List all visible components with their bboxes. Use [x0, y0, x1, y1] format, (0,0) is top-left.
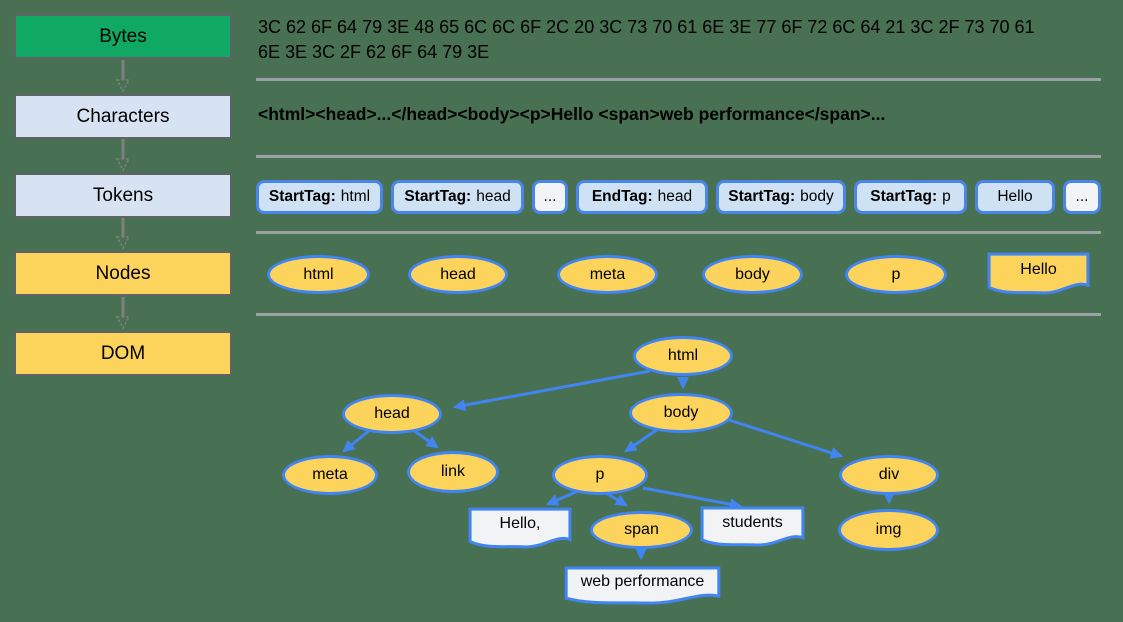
- node-label: link: [440, 463, 465, 480]
- node-label: span: [624, 521, 659, 538]
- node-ellipse-body: body: [702, 255, 803, 294]
- token-type: StartTag:: [728, 188, 796, 205]
- token-value: head: [476, 188, 511, 205]
- token-type: EndTag:: [591, 188, 653, 205]
- node-label: Hello,: [499, 515, 541, 533]
- dom-text-node-hello: Hello,: [468, 507, 572, 549]
- stage-box-nodes: Nodes: [14, 251, 232, 296]
- node-label: body: [663, 404, 699, 421]
- token-endtag-head: EndTag:head: [576, 180, 708, 214]
- node-label: p: [595, 466, 605, 483]
- node-label: p: [891, 265, 901, 283]
- node-label: Hello: [1020, 260, 1057, 278]
- bytes-hex-text: 3C 62 6F 64 79 3E 48 65 6C 6C 6F 2C 20 3…: [258, 15, 1108, 65]
- dom-node-div: div: [839, 455, 939, 495]
- token-starttag-p: StartTag:p: [854, 180, 967, 214]
- token-ellipsis: ...: [1063, 180, 1101, 214]
- dom-node-meta: meta: [282, 455, 378, 495]
- token-value: ...: [1075, 188, 1089, 205]
- dom-node-html: html: [633, 336, 733, 376]
- node-ellipse-meta: meta: [557, 255, 658, 294]
- node-label: meta: [589, 265, 626, 283]
- divider: [256, 313, 1101, 316]
- divider: [256, 155, 1101, 158]
- token-ellipsis: ...: [532, 180, 568, 214]
- stage-label: Bytes: [99, 25, 147, 47]
- characters-markup-text: <html><head>...</head><body><p>Hello <sp…: [258, 104, 886, 124]
- dom-text-node-web-performance: web performance: [563, 566, 722, 605]
- token-type: StartTag:: [404, 188, 472, 205]
- stage-label: DOM: [100, 342, 146, 364]
- token-value: p: [942, 188, 951, 205]
- node-ellipse-html: html: [267, 255, 370, 294]
- stage-label: Characters: [76, 105, 170, 127]
- bytes-hex-line1: 3C 62 6F 64 79 3E 48 65 6C 6C 6F 2C 20 3…: [258, 17, 1035, 37]
- token-type: StartTag:: [870, 188, 938, 205]
- token-type: StartTag:: [268, 188, 336, 205]
- token-value: body: [800, 188, 834, 205]
- divider: [256, 78, 1101, 81]
- token-value: html: [340, 188, 371, 205]
- node-ellipse-head: head: [408, 255, 508, 294]
- node-label: div: [878, 466, 900, 483]
- dom-node-p: p: [552, 455, 648, 495]
- token-value: ...: [543, 188, 557, 205]
- stage-box-dom: DOM: [14, 331, 232, 376]
- node-label: web performance: [580, 572, 705, 590]
- node-label: body: [735, 265, 770, 283]
- token-value: Hello: [997, 188, 1033, 205]
- tokens-row: StartTag:html StartTag:head ... EndTag:h…: [256, 180, 1101, 214]
- token-starttag-html: StartTag:html: [256, 180, 383, 214]
- bytes-hex-line2: 6E 3E 3C 2F 62 6F 64 79 3E: [258, 42, 490, 62]
- token-starttag-body: StartTag:body: [716, 180, 846, 214]
- token-starttag-head: StartTag:head: [391, 180, 524, 214]
- node-label: head: [374, 405, 410, 422]
- dom-node-head: head: [342, 394, 442, 434]
- dom-node-body: body: [629, 393, 733, 433]
- dom-text-node-students: students: [700, 506, 805, 547]
- node-label: students: [722, 513, 783, 531]
- token-value: head: [657, 188, 693, 205]
- divider: [256, 231, 1101, 234]
- stage-label: Nodes: [95, 262, 151, 284]
- stage-box-bytes: Bytes: [14, 14, 232, 59]
- dom-node-span: span: [590, 511, 693, 549]
- dom-node-link: link: [407, 451, 499, 493]
- node-label: meta: [312, 466, 348, 483]
- node-ellipse-p: p: [845, 255, 947, 294]
- token-text-hello: Hello: [975, 180, 1055, 214]
- node-label: html: [303, 265, 334, 283]
- node-label: img: [875, 521, 902, 538]
- stage-label: Tokens: [92, 184, 154, 206]
- stage-box-tokens: Tokens: [14, 173, 232, 218]
- node-text-hello: Hello: [987, 252, 1090, 295]
- dom-node-img: img: [838, 509, 939, 551]
- node-label: head: [440, 265, 476, 283]
- stage-box-characters: Characters: [14, 94, 232, 139]
- node-label: html: [667, 347, 699, 364]
